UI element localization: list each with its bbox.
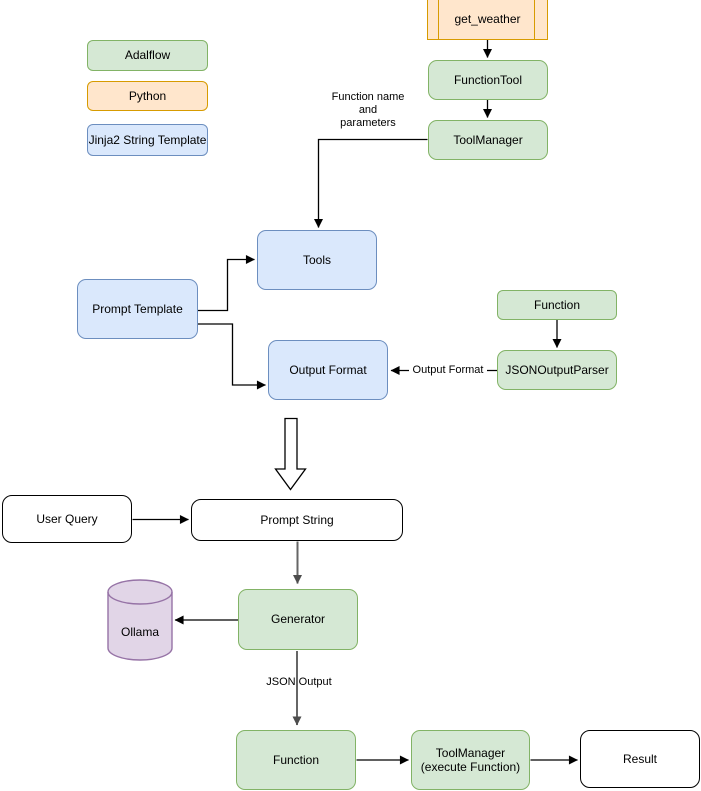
edge-label-json-output: JSON Output <box>266 676 332 688</box>
legend-adalflow: Adalflow <box>87 40 208 71</box>
process-bar-right <box>534 0 535 39</box>
node-generator: Generator <box>238 589 358 650</box>
node-toolmanager: ToolManager <box>428 120 548 160</box>
node-prompt-template: Prompt Template <box>77 279 198 339</box>
node-tools: Tools <box>257 230 377 290</box>
legend-python: Python <box>87 81 208 111</box>
edge-label-output-format: Output Format <box>409 364 487 377</box>
node-user-query: User Query <box>2 495 132 543</box>
edge-label-function-name-parameters: Function name and parameters <box>331 91 405 129</box>
node-toolmanager-execute-function: ToolManager (execute Function) <box>411 730 530 790</box>
node-get-weather-label: get_weather <box>454 11 521 26</box>
node-function-top: Function <box>497 290 617 320</box>
ollama-cylinder <box>107 579 173 661</box>
node-prompt-string: Prompt String <box>191 499 403 541</box>
edge-toolmanager-tools <box>314 138 428 228</box>
node-jsonoutputparser: JSONOutputParser <box>497 350 617 390</box>
big-down-arrow <box>274 417 307 491</box>
legend-jinja2-string-template: Jinja2 String Template <box>87 124 208 156</box>
node-get-weather: get_weather <box>427 0 548 40</box>
node-functiontool: FunctionTool <box>428 60 548 100</box>
process-bar-left <box>438 0 439 39</box>
edge-prompttemplate-outputformat <box>197 323 266 390</box>
node-result: Result <box>580 730 700 788</box>
node-ollama-label: Ollama <box>120 625 159 639</box>
edge-prompttemplate-tools <box>197 255 255 312</box>
node-output-format: Output Format <box>268 340 388 400</box>
node-function-bottom: Function <box>236 730 356 790</box>
